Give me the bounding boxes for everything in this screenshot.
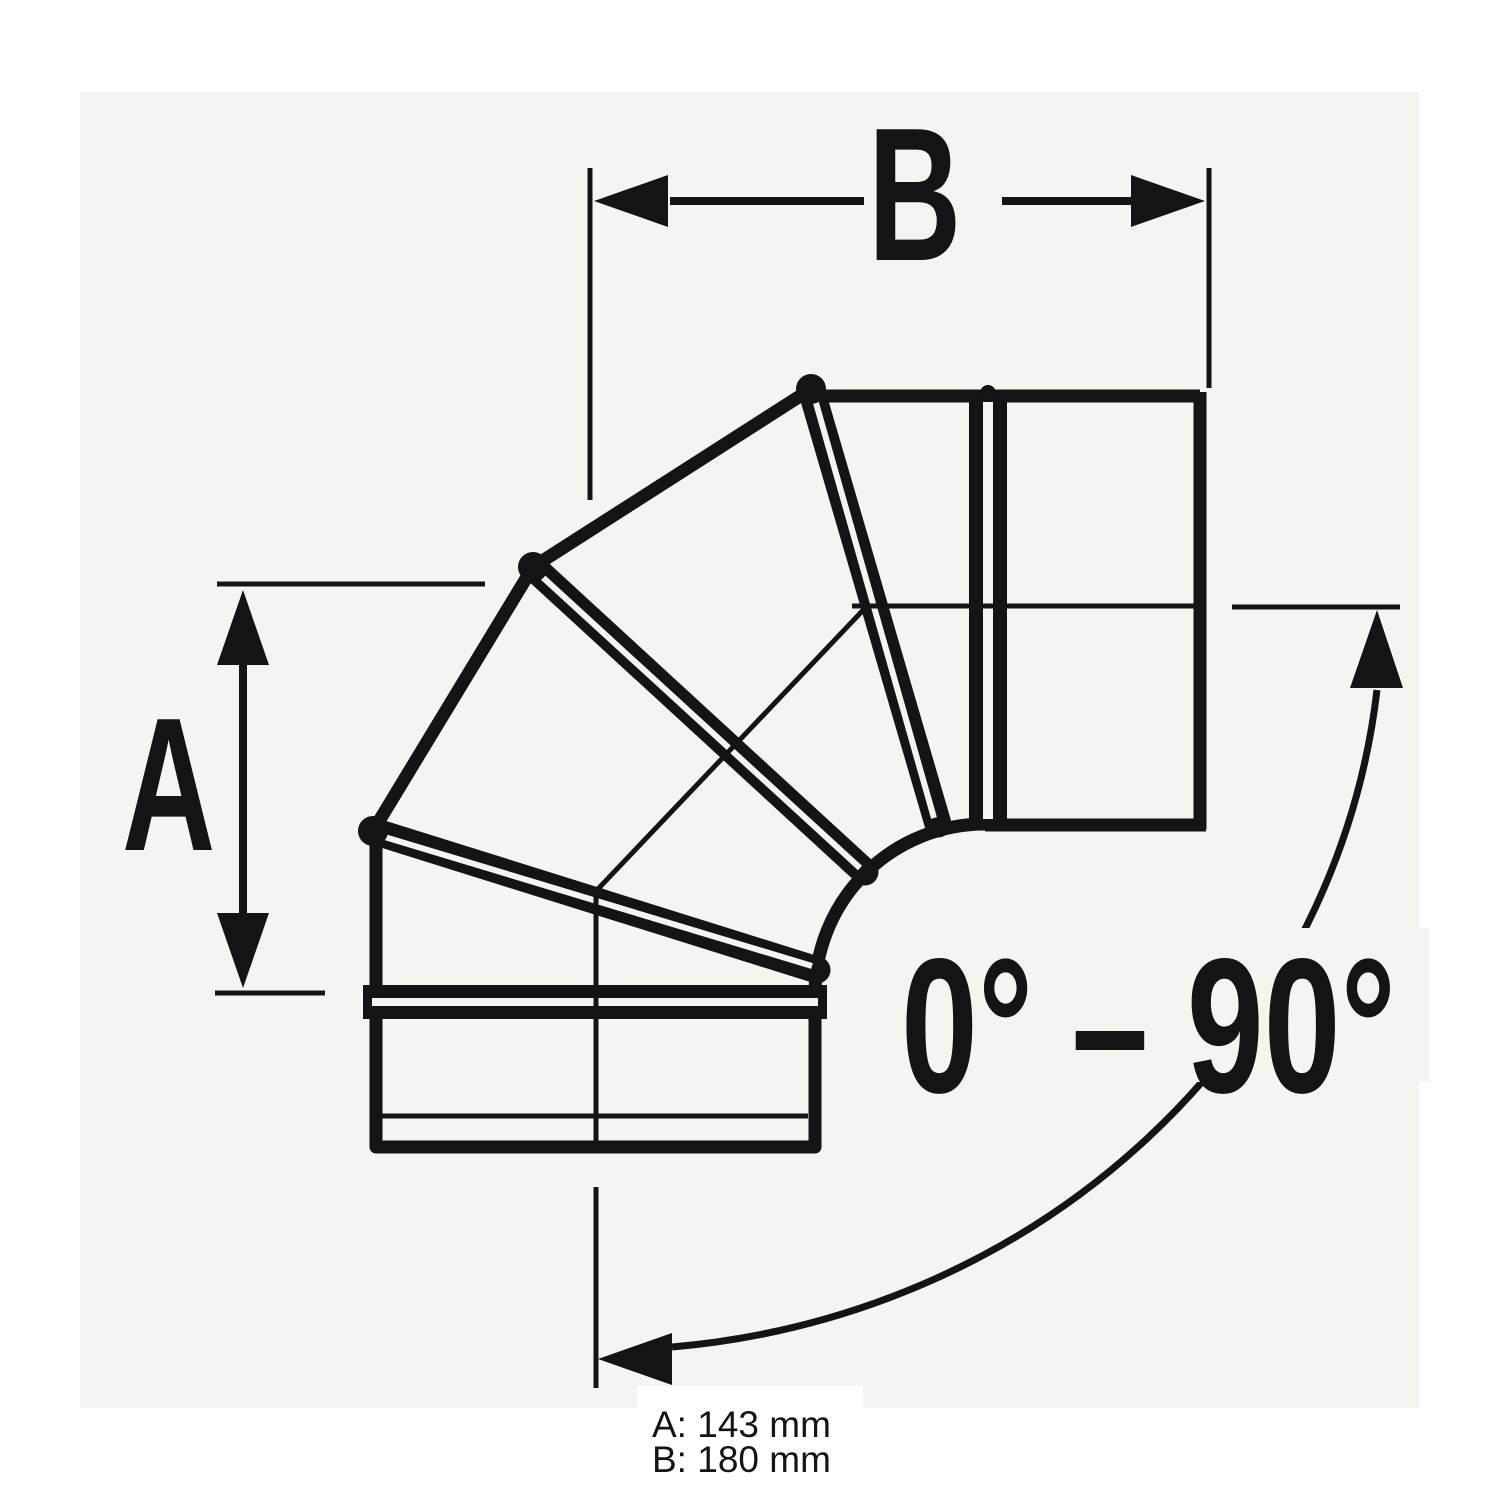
dimension-b: B — [587, 89, 1212, 500]
dim-a-label: A — [122, 679, 215, 891]
dim-b-label: B — [868, 89, 961, 301]
spec-backdrop — [637, 1386, 863, 1412]
knuckle-dot-3 — [796, 374, 826, 404]
arrowhead-left-swing-icon — [598, 1333, 672, 1385]
seam-gap-3 — [535, 570, 863, 871]
angle-range-label: 0° – 90° — [901, 920, 1396, 1133]
arrowhead-up-swing-icon — [1350, 610, 1403, 688]
swing-range-indicator: 0° – 90° — [598, 604, 1429, 1385]
arrowhead-up-icon — [217, 590, 269, 665]
knuckle-dot-1 — [358, 816, 388, 846]
arrowhead-right-icon — [1131, 175, 1205, 227]
spec-line-b: B: 180 mm — [652, 1439, 831, 1480]
swing-arc — [671, 689, 1381, 1351]
elbow-body — [358, 374, 1207, 1388]
arrowhead-down-icon — [217, 913, 269, 988]
knuckle-dot-4 — [980, 385, 996, 401]
arrowhead-left-icon — [594, 175, 668, 227]
spec-line-a: A: 143 mm — [652, 1404, 831, 1445]
dimension-a: A — [122, 581, 485, 996]
angle-text-backdrop — [893, 928, 1429, 1082]
spec-block: A: 143 mm B: 180 mm — [637, 1386, 863, 1480]
knuckle-dot-2 — [518, 552, 548, 582]
centerline-bend — [595, 603, 870, 892]
